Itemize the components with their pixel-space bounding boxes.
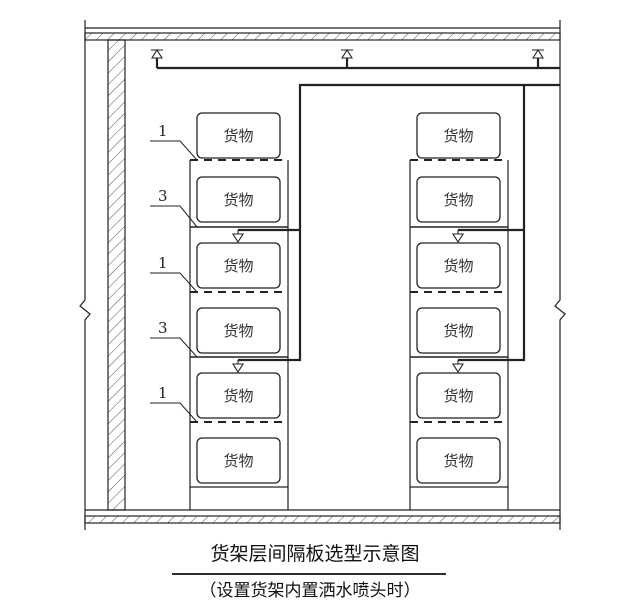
callout-label: 1 <box>158 254 168 272</box>
diagram-subtitle: （设置货架内置洒水喷头时） <box>200 581 421 601</box>
cargo-box: 货物 <box>416 176 501 223</box>
callout-label: 1 <box>158 122 168 140</box>
cargo-label: 货物 <box>223 452 253 470</box>
cargo-box: 货物 <box>416 112 501 159</box>
in-rack-sprinkler-icon <box>452 230 464 244</box>
right-break-line <box>554 20 566 530</box>
callout-label: 3 <box>158 187 168 205</box>
cargo-label: 货物 <box>223 127 253 145</box>
sprinkler-head-icon <box>151 48 163 59</box>
in-rack-sprinkler-icon <box>232 230 244 244</box>
cargo-box: 货物 <box>196 112 281 159</box>
cargo-box: 货物 <box>416 307 501 354</box>
in-rack-sprinkler-icon <box>232 360 244 374</box>
cargo-label: 货物 <box>223 191 253 209</box>
cargo-box-outline <box>196 307 281 354</box>
sprinkler-head-icon <box>532 48 544 59</box>
cargo-label: 货物 <box>443 322 473 340</box>
callout-label: 3 <box>158 319 168 337</box>
cargo-box: 货物 <box>196 437 281 484</box>
cargo-box: 货物 <box>196 176 281 223</box>
cargo-label: 货物 <box>223 322 253 340</box>
cargo-box-outline <box>196 372 281 419</box>
cargo-box-outline <box>416 242 501 289</box>
cargo-box-outline <box>196 242 281 289</box>
cargo-box: 货物 <box>416 242 501 289</box>
cargo-label: 货物 <box>443 127 473 145</box>
diagram-title: 货架层间隔板选型示意图 <box>210 543 419 565</box>
callout-leaders <box>150 140 198 423</box>
cargo-label: 货物 <box>443 387 473 405</box>
callout-label: 1 <box>158 384 168 402</box>
cargo-label: 货物 <box>443 191 473 209</box>
cargo-box: 货物 <box>196 372 281 419</box>
sprinkler-head-icon <box>341 48 353 59</box>
ceiling-sprinkler-pipe <box>155 58 560 70</box>
floor-slab <box>84 509 561 524</box>
left-break-line <box>79 20 91 530</box>
cargo-label: 货物 <box>443 452 473 470</box>
cargo-box-outline <box>416 437 501 484</box>
cargo-box: 货物 <box>196 242 281 289</box>
cargo-box-outline <box>196 437 281 484</box>
cargo-box: 货物 <box>416 372 501 419</box>
cargo-label: 货物 <box>223 257 253 275</box>
cargo-box-outline <box>416 112 501 159</box>
cargo-box-outline <box>196 112 281 159</box>
cargo-box-outline <box>196 176 281 223</box>
in-rack-sprinkler-pipe <box>238 83 560 362</box>
cargo-label: 货物 <box>443 257 473 275</box>
cargo-box-outline <box>416 176 501 223</box>
cargo-label: 货物 <box>223 387 253 405</box>
cargo-box-outline <box>416 372 501 419</box>
cargo-box-outline <box>416 307 501 354</box>
wall-column <box>107 39 126 511</box>
cargo-box: 货物 <box>196 307 281 354</box>
right-rack <box>409 159 509 510</box>
cargo-box: 货物 <box>416 437 501 484</box>
ceiling-slab <box>84 27 561 41</box>
in-rack-sprinkler-icon <box>452 360 464 374</box>
